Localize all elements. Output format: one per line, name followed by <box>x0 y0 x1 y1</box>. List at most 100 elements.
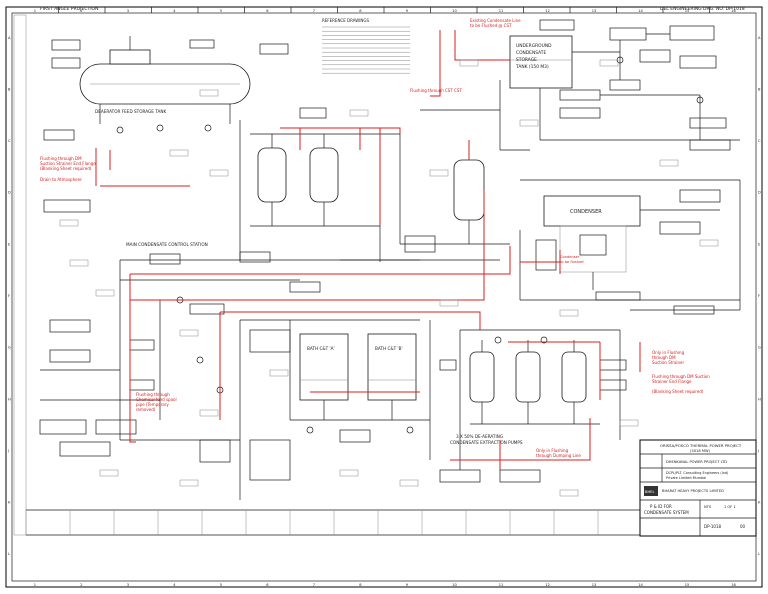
note-top-1: Existing Condensate Line <box>470 18 521 23</box>
bhel-logo-text: BHEL <box>645 490 654 494</box>
grid-row-A-right: A <box>758 36 761 40</box>
grid-col-5-bottom: 5 <box>220 583 222 587</box>
note-left-3: pipe (Temporary <box>136 402 169 407</box>
revision-value: 00 <box>740 524 746 529</box>
instrument-tags <box>59 59 719 497</box>
note-right-1: Only in Flushing <box>652 350 685 355</box>
grid-row-D-right: D <box>758 191 761 195</box>
grid-col-11-bottom: 11 <box>499 583 504 587</box>
note-top-2: to be Flushed @ CST <box>470 23 512 28</box>
grid-row-K-left: K <box>8 501 11 505</box>
grid-col-16-top: 16 <box>731 9 736 13</box>
note-bottom-2: through Dumping Line <box>536 453 581 458</box>
note-right-3: Suction Strainer <box>652 360 685 365</box>
drawing-number: DP-1018 <box>704 524 721 529</box>
grid-col-1-bottom: 1 <box>34 583 36 587</box>
cep-pump-a[interactable] <box>469 351 495 424</box>
grid-row-C-left: C <box>8 139 11 143</box>
grid-row-A-left: A <box>8 36 11 40</box>
main-cond-station-label: MAIN CONDENSATE CONTROL STATION <box>126 242 208 247</box>
condenser-piping <box>519 179 741 315</box>
cst-label-2: CONDENSATE <box>516 50 546 56</box>
note-flush-upper-3: (Blanking Sheet required) <box>40 166 92 171</box>
cst-label-3: STORAGE <box>516 57 537 63</box>
grid-col-2-bottom: 2 <box>80 583 82 587</box>
instrument-tag-box <box>199 89 219 97</box>
instrument-tag-box <box>519 119 539 127</box>
cep-label-2: CONDENSATE EXTRACTION PUMPS <box>450 440 523 445</box>
cep-pump-b[interactable] <box>515 351 541 424</box>
grid-col-5-top: 5 <box>220 9 222 13</box>
drawing-number-top: DEL ENGINEERING DRG. NO. DP-1018 <box>660 6 745 12</box>
grid-col-14-bottom: 14 <box>638 583 643 587</box>
grid-row-E-right: E <box>758 242 761 246</box>
grid-column-labels: 1122334455667788991010111112121313141415… <box>34 7 737 587</box>
instrument-tag-box <box>99 469 119 477</box>
instrument-tag-box <box>169 149 189 157</box>
grid-col-1-top: 1 <box>34 9 36 13</box>
grid-col-6-top: 6 <box>266 9 269 13</box>
grid-row-F-left: F <box>8 294 10 298</box>
note-bottom-1: Only in Flushing <box>536 448 569 453</box>
note-left-2: Chemical feed spool <box>136 397 177 402</box>
instrument-tag-box <box>59 219 79 227</box>
cst-label-1: UNDERGROUND <box>516 43 552 49</box>
grid-col-13-top: 13 <box>592 9 597 13</box>
instrument-tag-box <box>399 479 419 487</box>
project-name: ORISSA/POSCO THERMAL POWER PROJECT <box>660 443 742 448</box>
grid-col-16-bottom: 16 <box>731 583 736 587</box>
grid-col-7-top: 7 <box>313 9 315 13</box>
instrument-tag-box <box>619 419 639 427</box>
instrument-tag-box <box>459 59 479 67</box>
note-right-2: through DM <box>652 355 676 360</box>
control-station-piping <box>39 251 420 500</box>
instrument-tag-box <box>179 329 199 337</box>
condensate-storage-tank[interactable]: UNDERGROUND CONDENSATE STORAGE TANK (150… <box>509 35 573 89</box>
vessel-piping <box>239 80 530 262</box>
grid-col-7-bottom: 7 <box>313 583 315 587</box>
grid-col-4-bottom: 4 <box>173 583 176 587</box>
bath-ct-a[interactable]: BATH C&T 'A' <box>299 333 349 401</box>
grid-row-B-left: B <box>8 87 11 91</box>
bath-ct-b[interactable]: BATH C&T 'B' <box>367 333 417 401</box>
note-mid: Flushing through CST CST <box>410 88 462 93</box>
grid-row-C-right: C <box>758 139 761 143</box>
sheet-value: 1 OF 1 <box>724 505 736 509</box>
vessel-2[interactable] <box>309 134 339 226</box>
scale-value: NTS <box>704 505 712 509</box>
grid-col-12-bottom: 12 <box>545 583 550 587</box>
cst-accessories <box>539 19 740 151</box>
instrument-tag-box <box>599 59 619 67</box>
project-capacity: (3X18 MW) <box>690 449 711 453</box>
note-condenser-2: to be flushed <box>560 260 584 264</box>
deaerator-tank[interactable]: DEAERATOR FEED STORAGE TANK <box>79 36 251 124</box>
instrument-tag-box <box>339 469 359 477</box>
instrument-tag-box <box>699 239 719 247</box>
grid-col-15-bottom: 15 <box>685 583 690 587</box>
grid-row-K-right: K <box>758 501 761 505</box>
vessel-1[interactable] <box>257 134 287 226</box>
drawing-title-2: CONDENSATE SYSTEM <box>644 510 689 515</box>
instrument-tag-box <box>95 289 115 297</box>
contractor-name: BHARAT HEAVY PROJECTS LIMITED <box>662 489 724 493</box>
bath-a-label: BATH C&T 'A' <box>307 346 335 351</box>
grid-row-G-right: G <box>758 346 761 350</box>
cep-pump-c[interactable] <box>561 351 587 424</box>
consultant-name-2: Private Limited Mumbai <box>666 476 706 480</box>
instrument-tag-box <box>269 369 289 377</box>
note-left-1: Flushing through <box>136 392 170 397</box>
condenser[interactable]: CONDENSER <box>543 195 641 290</box>
grid-row-H-left: H <box>8 397 11 401</box>
grid-col-13-bottom: 13 <box>592 583 597 587</box>
grid-col-8-bottom: 8 <box>359 583 362 587</box>
grid-col-11-top: 11 <box>499 9 504 13</box>
grid-row-H-right: H <box>758 397 761 401</box>
grid-row-D-left: D <box>8 191 11 195</box>
grid-col-10-bottom: 10 <box>452 583 457 587</box>
cst-label-4: TANK (150 M3) <box>515 64 549 70</box>
instrument-tag-box <box>429 169 449 177</box>
grid-col-2-top: 2 <box>80 9 82 13</box>
vessel-3[interactable] <box>453 146 485 244</box>
grid-col-3-top: 3 <box>127 9 129 13</box>
